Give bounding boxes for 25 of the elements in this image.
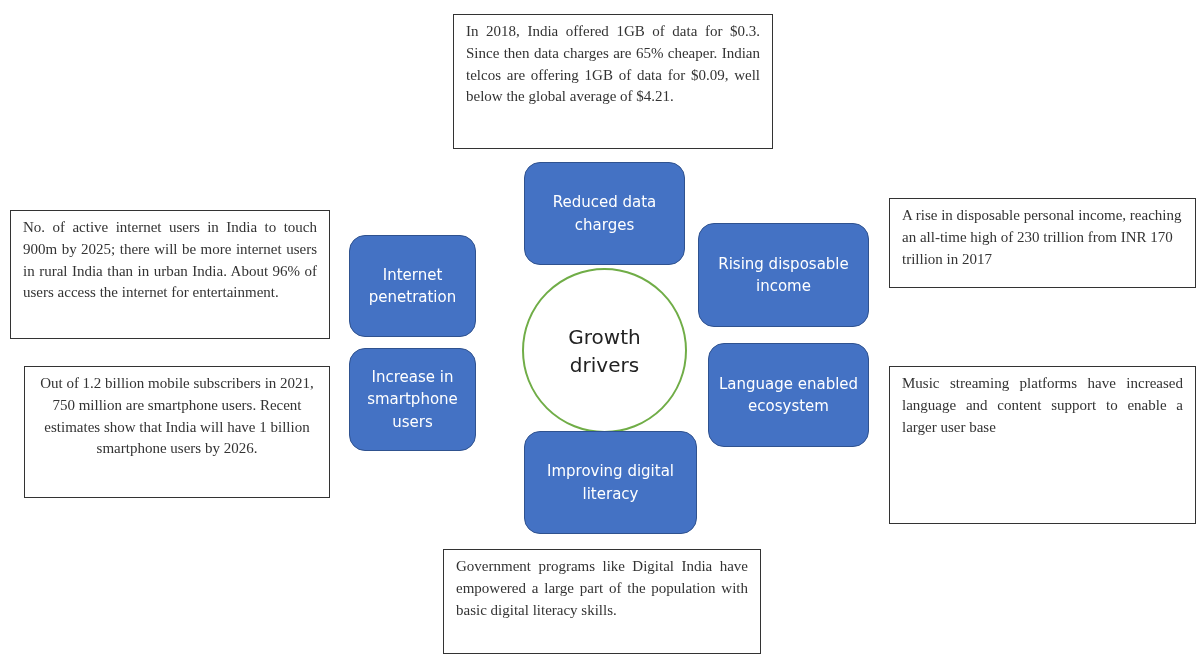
- note-text: A rise in disposable personal income, reaching an all-time high of 230 trillion from INR 170 trillion in 2017: [902, 206, 1183, 269]
- note-box: [24, 366, 330, 498]
- note-box: [889, 366, 1196, 524]
- note-text: Out of 1.2 billion mobile subscribers in 2021, 750 million are smartphone users. Recent estimates show that India will have 1 billion smartphone users by 2026.: [39, 374, 315, 459]
- driver-box: [524, 162, 685, 265]
- note-box: [453, 14, 773, 149]
- note-box: [443, 549, 761, 654]
- driver-label: Growth drivers: [567, 323, 642, 379]
- note-text: Government programs like Digital India have empowered a large part of the population with basic digital literacy skills.: [456, 557, 748, 620]
- driver-label: Reduced data charges: [551, 192, 658, 236]
- driver-box: [524, 431, 697, 534]
- note-text: No. of active internet users in India to touch 900m by 2025; there will be more internet users in rural India than in urban India. About 96% of users access the internet for entertainment.: [23, 218, 317, 303]
- driver-box: [708, 343, 869, 447]
- driver-box: [349, 235, 476, 337]
- driver-label: Increase in smartphone users: [366, 366, 459, 433]
- note-box: [10, 210, 330, 339]
- note-text: Music streaming platforms have increased language and content support to enable a larger user base: [902, 374, 1183, 437]
- note-text: In 2018, India offered 1GB of data for $0.3. Since then data charges are 65% cheaper. Indian telcos are offering 1GB of data for $0.09, well below the global average of $4.21.: [466, 22, 760, 107]
- driver-label: Rising disposable income: [717, 253, 850, 297]
- driver-label: Internet penetration: [367, 264, 458, 308]
- driver-box: [349, 348, 476, 451]
- driver-box: [698, 223, 869, 327]
- driver-label: Language enabled ecosystem: [717, 373, 860, 417]
- driver-label: Improving digital literacy: [546, 461, 675, 505]
- note-box: [889, 198, 1196, 288]
